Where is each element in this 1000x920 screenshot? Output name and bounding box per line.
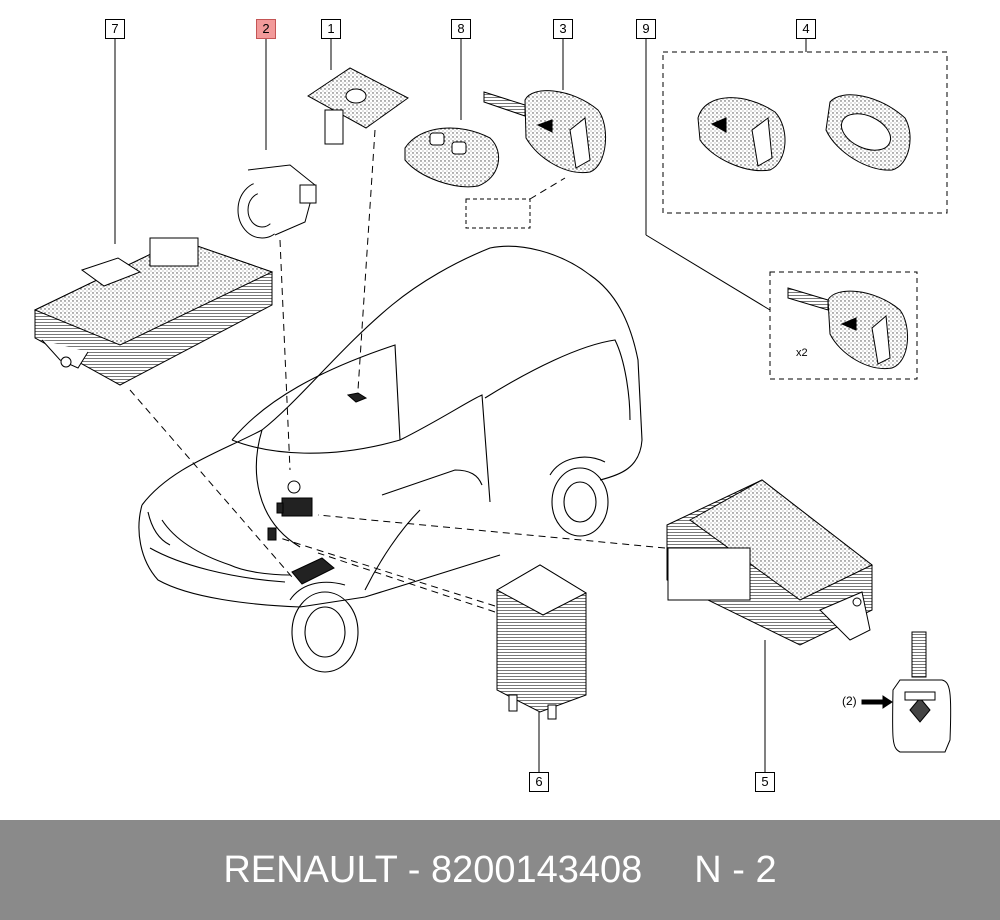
callout-7: 7 — [105, 19, 125, 39]
callout-1: 1 — [321, 19, 341, 39]
callout-2: 2 — [256, 19, 276, 39]
callout-8: 8 — [451, 19, 471, 39]
page-number: N - 2 — [694, 848, 777, 891]
reference-label: (2) — [842, 694, 857, 708]
part-number: RENAULT - 8200143408 — [223, 848, 643, 891]
callout-3: 3 — [553, 19, 573, 39]
callout-6: 6 — [529, 772, 549, 792]
callout-4: 4 — [796, 19, 816, 39]
footer-bar: RENAULT - 8200143408 N - 2 — [0, 820, 1000, 920]
callout-5: 5 — [755, 772, 775, 792]
callout-9: 9 — [636, 19, 656, 39]
parts-diagram — [33, 38, 952, 772]
quantity-label: x2 — [796, 347, 808, 359]
